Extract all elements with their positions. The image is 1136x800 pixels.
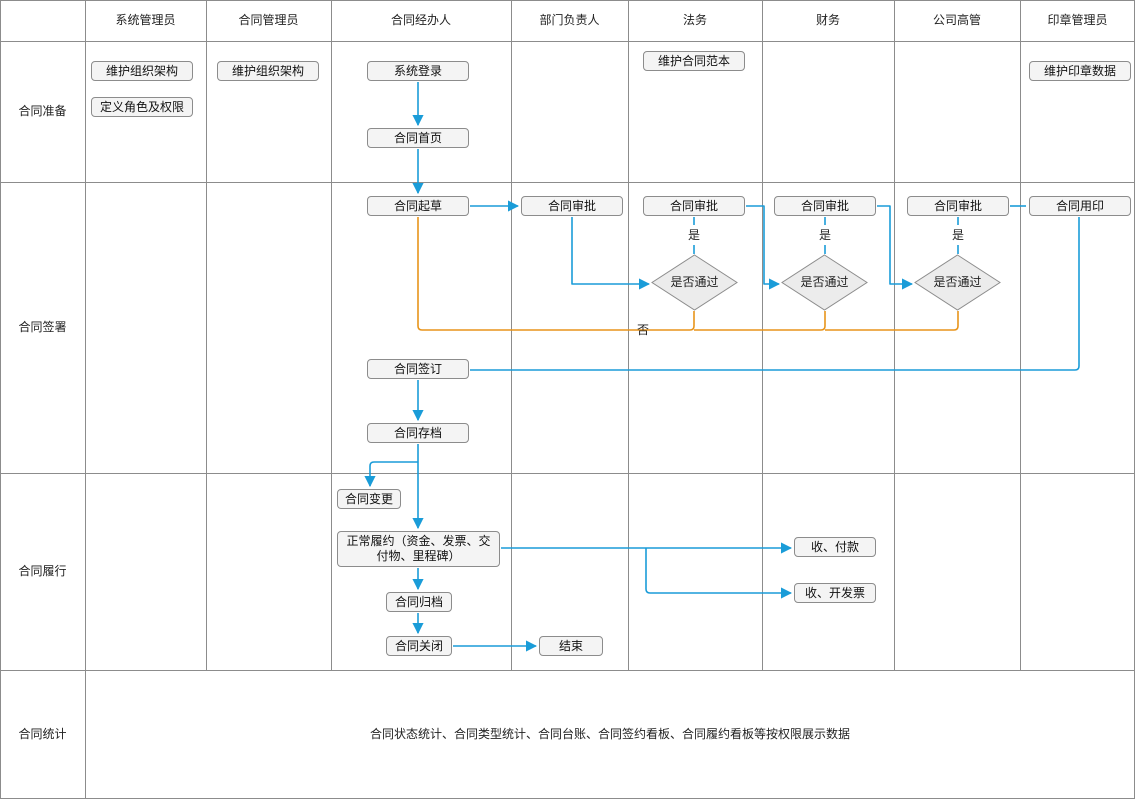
decision-legal-pass[interactable]: 是否通过 bbox=[651, 254, 738, 311]
node-payment[interactable]: 收、付款 bbox=[794, 537, 876, 557]
reject-loop-finance bbox=[694, 311, 826, 331]
arrow-finance-to-exec-decision bbox=[877, 205, 914, 290]
edge-label-yes-legal: 是 bbox=[687, 227, 700, 242]
node-legal-approval[interactable]: 合同审批 bbox=[643, 196, 745, 216]
node-cm-maintain-org[interactable]: 维护组织架构 bbox=[217, 61, 319, 81]
decision-executive-pass[interactable]: 是否通过 bbox=[914, 254, 1001, 311]
column-header-contract-handler: 合同经办人 bbox=[390, 13, 451, 28]
diamond-shape bbox=[781, 254, 868, 311]
column-header-finance: 财务 bbox=[815, 13, 840, 28]
diamond-shape bbox=[651, 254, 738, 311]
row-header-signing: 合同签署 bbox=[18, 320, 67, 335]
node-contract-draft[interactable]: 合同起草 bbox=[367, 196, 469, 216]
statistics-description: 合同状态统计、合同类型统计、合同台账、合同签约看板、合同履约看板等按权限展示数据 bbox=[369, 727, 850, 742]
arrow-legal-to-finance-decision bbox=[746, 205, 781, 290]
node-contract-store[interactable]: 合同存档 bbox=[367, 423, 469, 443]
edge-label-no: 否 bbox=[636, 322, 649, 337]
reject-loop-legal bbox=[417, 217, 695, 331]
node-sys-maintain-org[interactable]: 维护组织架构 bbox=[91, 61, 193, 81]
node-finance-approval[interactable]: 合同审批 bbox=[774, 196, 876, 216]
node-system-login[interactable]: 系统登录 bbox=[367, 61, 469, 81]
node-executive-approval[interactable]: 合同审批 bbox=[907, 196, 1009, 216]
node-contract-close[interactable]: 合同关闭 bbox=[386, 636, 452, 656]
decision-finance-pass[interactable]: 是否通过 bbox=[781, 254, 868, 311]
node-maintain-seal-data[interactable]: 维护印章数据 bbox=[1029, 61, 1131, 81]
node-dept-approval[interactable]: 合同审批 bbox=[521, 196, 623, 216]
column-header-executive: 公司高管 bbox=[932, 13, 981, 28]
column-header-seal-admin: 印章管理员 bbox=[1047, 13, 1108, 28]
decision-label: 是否通过 bbox=[670, 275, 719, 290]
decision-label: 是否通过 bbox=[933, 275, 982, 290]
row-header-statistics: 合同统计 bbox=[18, 727, 67, 742]
column-header-contract-admin: 合同管理员 bbox=[238, 13, 299, 28]
reject-loop-exec bbox=[825, 311, 959, 331]
node-final-archive[interactable]: 合同归档 bbox=[386, 592, 452, 612]
node-seal-usage[interactable]: 合同用印 bbox=[1029, 196, 1131, 216]
arrow-seal-to-sign bbox=[470, 217, 1080, 371]
edge-label-yes-executive: 是 bbox=[951, 227, 964, 242]
row-header-performance: 合同履行 bbox=[18, 564, 67, 579]
arrow-store-to-change bbox=[364, 461, 418, 488]
column-header-system-admin: 系统管理员 bbox=[115, 13, 176, 28]
diamond-shape bbox=[914, 254, 1001, 311]
node-define-roles-permissions[interactable]: 定义角色及权限 bbox=[91, 97, 193, 117]
decision-label: 是否通过 bbox=[800, 275, 849, 290]
arrow-dept-to-legal-decision bbox=[571, 217, 651, 290]
node-contract-change[interactable]: 合同变更 bbox=[337, 489, 401, 509]
column-header-legal: 法务 bbox=[682, 13, 707, 28]
node-contract-home[interactable]: 合同首页 bbox=[367, 128, 469, 148]
node-maintain-template[interactable]: 维护合同范本 bbox=[643, 51, 745, 71]
node-normal-performance[interactable]: 正常履约（资金、发票、交付物、里程碑） bbox=[337, 531, 500, 567]
arrow-perform-to-invoice bbox=[645, 548, 793, 599]
edge-label-yes-finance: 是 bbox=[818, 227, 831, 242]
row-header-preparation: 合同准备 bbox=[18, 104, 67, 119]
node-invoice[interactable]: 收、开发票 bbox=[794, 583, 876, 603]
column-header-dept-head: 部门负责人 bbox=[539, 13, 600, 28]
node-end[interactable]: 结束 bbox=[539, 636, 603, 656]
node-contract-sign[interactable]: 合同签订 bbox=[367, 359, 469, 379]
